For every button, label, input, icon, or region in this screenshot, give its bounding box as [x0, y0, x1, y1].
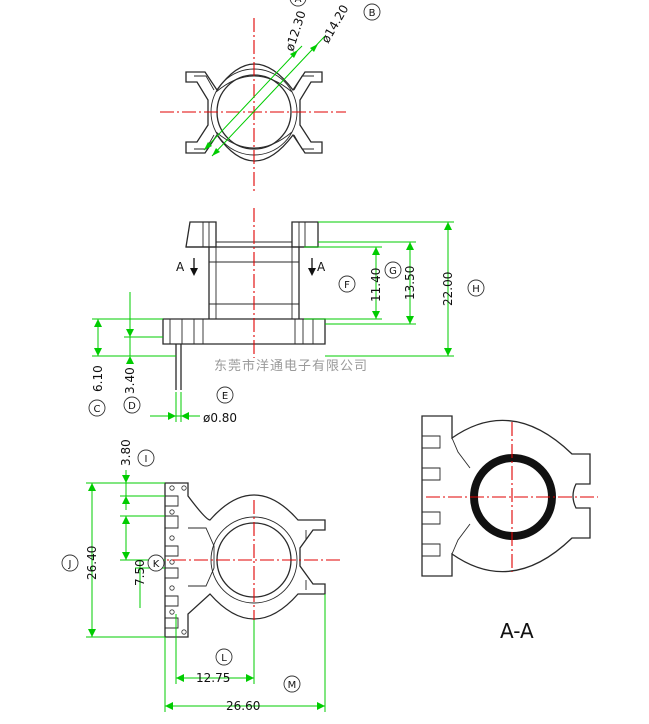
svg-text:K: K — [153, 559, 160, 570]
svg-text:A: A — [295, 0, 302, 5]
svg-text:M: M — [288, 680, 297, 691]
balloon-i: I — [137, 449, 155, 467]
svg-text:J: J — [68, 559, 72, 570]
svg-text:G: G — [389, 266, 397, 277]
balloon-c: C — [88, 399, 106, 417]
balloon-b: B — [363, 3, 381, 21]
svg-text:E: E — [222, 391, 228, 402]
svg-text:C: C — [94, 404, 101, 415]
balloon-l: L — [215, 648, 233, 666]
dim-m-value: 26.60 — [226, 699, 260, 713]
svg-text:B: B — [369, 8, 376, 19]
section-mark-left: A — [176, 260, 185, 274]
company-watermark: 东莞市洋通电子有限公司 — [214, 358, 368, 374]
balloon-a: A — [289, 0, 307, 7]
section-mark-right: A — [317, 260, 326, 274]
svg-text:H: H — [472, 284, 480, 295]
dim-g-value: 13.50 — [403, 266, 417, 300]
dim-k-value: 7.50 — [133, 559, 147, 586]
balloon-g: G — [384, 261, 402, 279]
balloon-m: M — [283, 675, 301, 693]
svg-text:F: F — [344, 280, 350, 291]
dim-l-value: 12.75 — [196, 671, 230, 685]
svg-text:I: I — [145, 454, 148, 465]
balloon-d: D — [123, 396, 141, 414]
svg-text:L: L — [221, 653, 227, 664]
balloon-j: J — [61, 554, 79, 572]
balloon-h: H — [467, 279, 485, 297]
front-view — [162, 208, 326, 390]
top-view — [160, 18, 346, 192]
dim-h-value: 22.00 — [441, 272, 455, 306]
balloon-e: E — [216, 386, 234, 404]
dim-f-value: 11.40 — [369, 268, 383, 302]
dim-b-value: ø14.20 — [318, 2, 351, 45]
svg-text:D: D — [128, 401, 136, 412]
dim-a-value: ø12.30 — [283, 9, 309, 53]
section-a-a-view — [421, 415, 598, 577]
section-title: A-A — [500, 619, 534, 643]
dim-i-value: 3.80 — [119, 439, 133, 466]
bottom-view — [150, 482, 340, 638]
dim-d-value: 3.40 — [123, 367, 137, 394]
balloon-f: F — [338, 275, 356, 293]
balloon-k: K — [147, 554, 165, 572]
dim-c-value: 6.10 — [91, 365, 105, 392]
dim-e-value: ø0.80 — [203, 411, 237, 425]
dim-j-value: 26.40 — [85, 546, 99, 580]
